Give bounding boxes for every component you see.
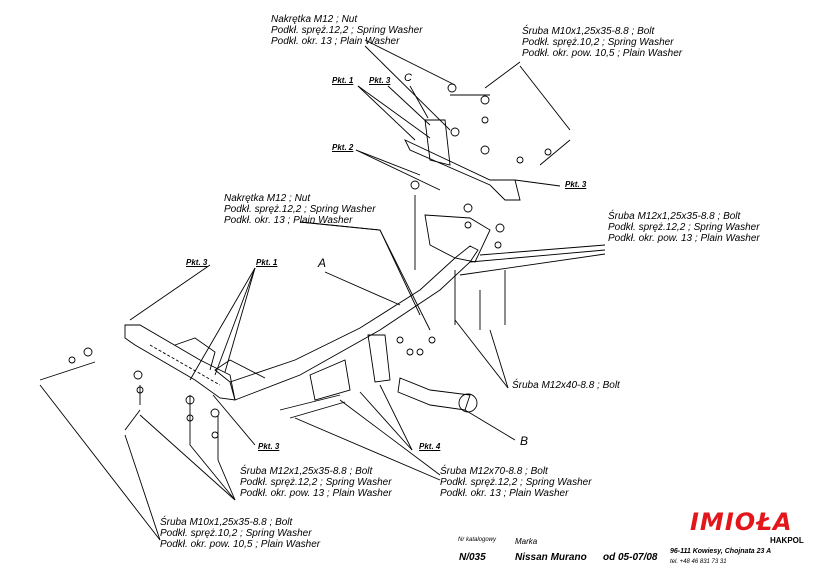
- marker-a: A: [318, 256, 327, 270]
- label-bolt-m10-top: Śruba M10x1,25x35-8.8 ; Bolt Podkł. sprę…: [522, 26, 682, 59]
- bolt-top-right: [539, 139, 571, 166]
- label-line: Podkł. spręż.10,2 ; Spring Washer: [160, 528, 312, 539]
- label-nut-mid: Nakrętka M12 ; Nut Podkł. spręż.12,2 ; S…: [224, 193, 376, 226]
- label-line: Śruba M12x70-8.8 ; Bolt: [440, 466, 548, 477]
- company-logo: IMIOŁA: [690, 508, 793, 536]
- label-line: Podkł. okr. pow. 10,5 ; Plain Washer: [522, 48, 683, 59]
- label-line: Śruba M10x1,25x35-8.8 ; Bolt: [160, 517, 293, 528]
- point-1-top: Pkt. 1: [332, 76, 354, 85]
- bolt-m12x70-2: [289, 401, 346, 419]
- point-1-left: Pkt. 1: [256, 258, 278, 267]
- label-line: Podkł. okr. pow. 10,5 ; Plain Washer: [160, 539, 321, 550]
- label-line: Podkł. okr. pow. 13 ; Plain Washer: [608, 233, 760, 244]
- company-logo-sub: HAKPOL: [770, 536, 804, 545]
- bolt-left-2: [124, 409, 141, 431]
- catalog-label: Nr katalogowy: [458, 537, 497, 543]
- bolt-m12x70-1: [279, 394, 341, 411]
- date-value: od 05-07/08: [603, 552, 658, 563]
- label-line: Podkł. spręż.12,2 ; Spring Washer: [224, 204, 376, 215]
- label-line: Śruba M12x40-8.8 ; Bolt: [512, 380, 620, 391]
- tow-ball: [458, 393, 478, 413]
- label-line: Podkł. spręż.12,2 ; Spring Washer: [440, 477, 592, 488]
- label-bolt-m12-right: Śruba M12x1,25x35-8.8 ; Bolt Podkł. sprę…: [608, 211, 760, 244]
- point-2: Pkt. 2: [332, 143, 354, 152]
- label-bolt-m12x70: Śruba M12x70-8.8 ; Bolt Podkł. spręż.12,…: [440, 466, 592, 499]
- label-line: Śruba M10x1,25x35-8.8 ; Bolt: [522, 26, 655, 37]
- marker-c: C: [404, 72, 412, 84]
- socket-plate: [309, 359, 351, 401]
- label-line: Śruba M12x1,25x35-8.8 ; Bolt: [608, 211, 741, 222]
- top-bracket-1: [404, 139, 521, 201]
- bolt-left-1: [39, 361, 96, 381]
- label-line: Podkł. okr. 13 ; Plain Washer: [440, 488, 569, 499]
- label-line: Podkł. spręż.10,2 ; Spring Washer: [522, 37, 674, 48]
- point-3-right: Pkt. 3: [565, 180, 587, 189]
- label-line: Nakrętka M12 ; Nut: [271, 14, 358, 25]
- brand-label: Marka: [515, 537, 538, 546]
- label-line: Podkł. spręż.12,2 ; Spring Washer: [271, 25, 423, 36]
- left-bracket: [124, 324, 236, 401]
- point-3-bottom: Pkt. 3: [258, 442, 280, 451]
- brand-value: Nissan Murano: [515, 552, 587, 563]
- point-3-left: Pkt. 3: [186, 258, 208, 267]
- marker-b: B: [520, 434, 529, 448]
- catalog-value: N/035: [459, 552, 486, 563]
- left-bracket-plate: [174, 337, 216, 371]
- label-line: Podkł. okr. pow. 13 ; Plain Washer: [240, 488, 392, 499]
- label-bolt-m12x40: Śruba M12x40-8.8 ; Bolt: [512, 380, 620, 391]
- label-bolt-m12-bottom: Śruba M12x1,25x35-8.8 ; Bolt Podkł. sprę…: [240, 466, 392, 499]
- label-line: Podkł. okr. 13 ; Plain Washer: [224, 215, 353, 226]
- drawing-lines: [39, 39, 606, 541]
- company-address: 96-111 Kowiesy, Chojnata 23 A: [670, 548, 772, 555]
- label-line: Podkł. spręż.12,2 ; Spring Washer: [240, 477, 392, 488]
- label-line: Śruba M12x1,25x35-8.8 ; Bolt: [240, 466, 373, 477]
- label-line: Nakrętka M12 ; Nut: [224, 193, 311, 204]
- point-4: Pkt. 4: [419, 442, 441, 451]
- point-3-top: Pkt. 3: [369, 76, 391, 85]
- company-phone: tel. +48 46 831 73 31: [670, 559, 727, 565]
- label-nut-top: Nakrętka M12 ; Nut Podkł. spręż.12,2 ; S…: [271, 14, 423, 47]
- label-line: Podkł. okr. 13 ; Plain Washer: [271, 36, 400, 47]
- drop-plate: [367, 334, 391, 383]
- crossbar-left-end: [214, 359, 266, 383]
- top-bracket-2: [424, 119, 451, 166]
- crossbar: [229, 245, 479, 401]
- label-line: Podkł. spręż.12,2 ; Spring Washer: [608, 222, 760, 233]
- label-bolt-m10-bottom: Śruba M10x1,25x35-8.8 ; Bolt Podkł. sprę…: [160, 517, 320, 550]
